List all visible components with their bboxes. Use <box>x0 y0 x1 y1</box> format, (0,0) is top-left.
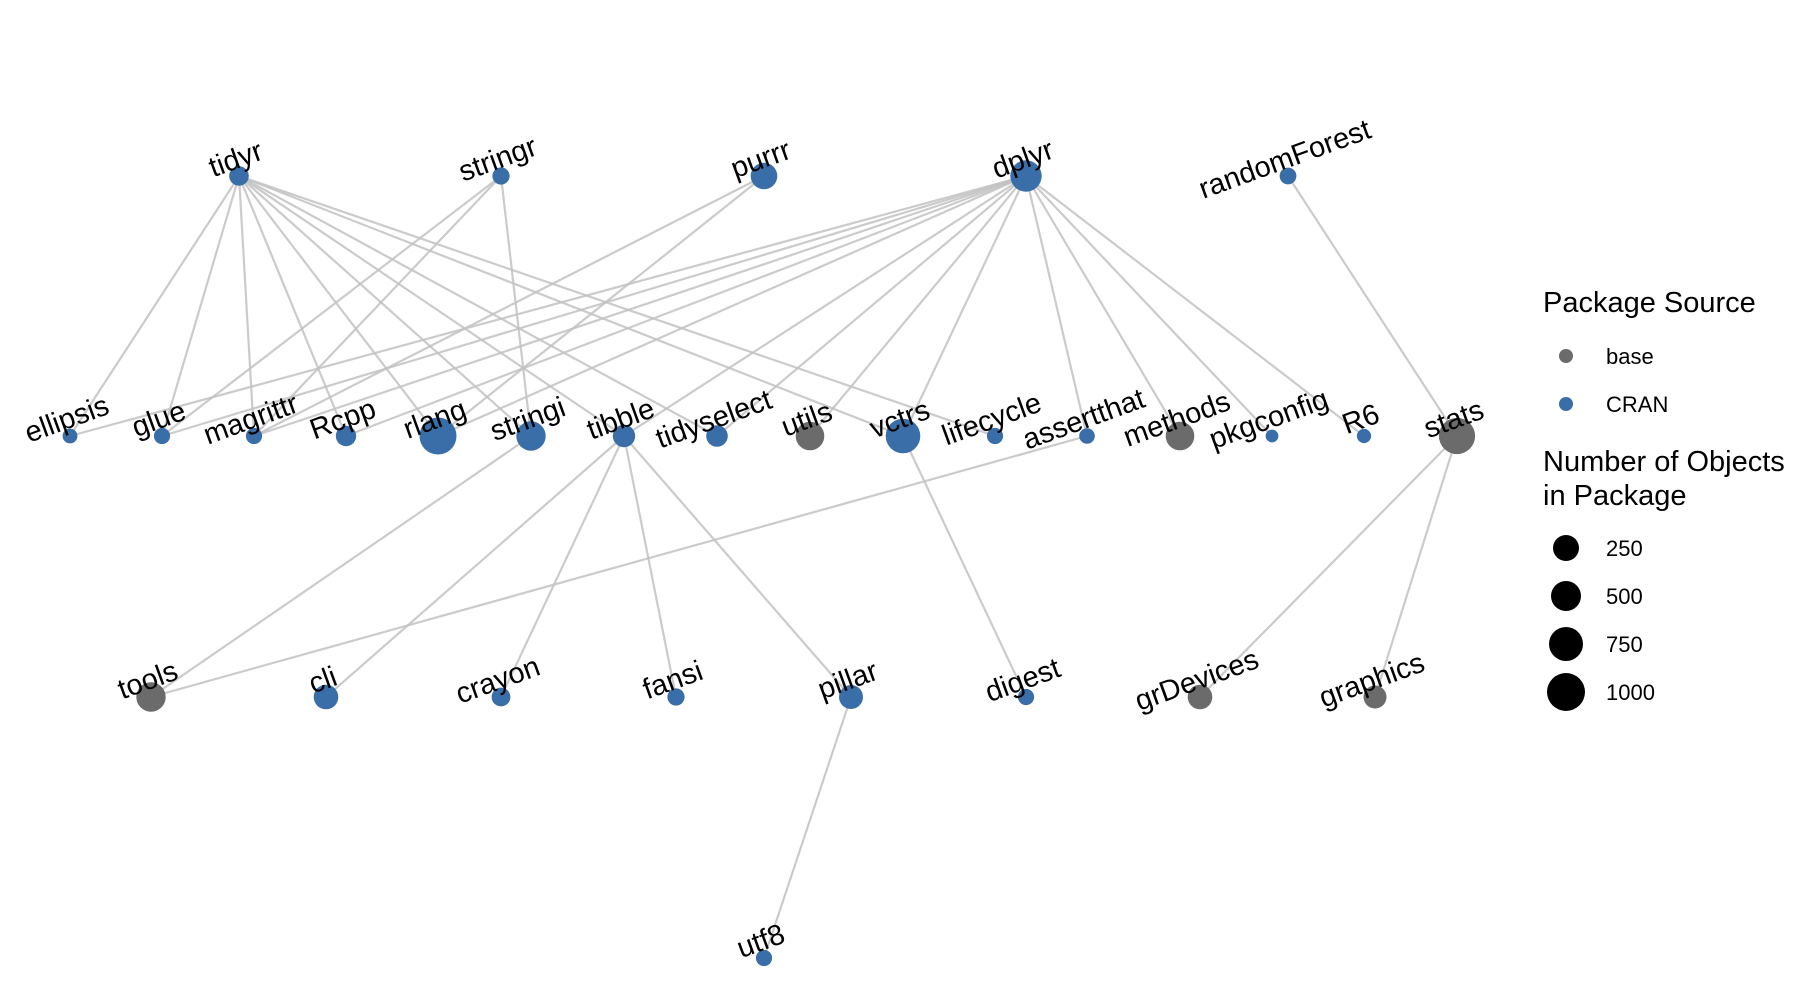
legend-size-dot-500 <box>1551 581 1581 611</box>
node-tidyselect <box>706 425 728 447</box>
edge-dplyr-assertthat <box>1024 175 1089 437</box>
edge-tidyr-tibble <box>238 175 625 437</box>
legend-source-dot-cran <box>1559 397 1573 411</box>
node-label-utils: utils <box>777 396 836 444</box>
edge-tibble-fansi <box>622 435 678 698</box>
node-utf8 <box>755 949 773 967</box>
edge-tidyr-stringi <box>238 175 532 437</box>
node-lifecycle <box>986 427 1004 445</box>
legend-size-label-500: 500 <box>1606 584 1643 609</box>
edge-dplyr-tidyselect <box>716 175 1027 437</box>
node-glue <box>153 427 171 445</box>
node-R6 <box>1356 428 1372 444</box>
edge-pillar-utf8 <box>762 696 853 959</box>
node-magrittr <box>245 427 263 445</box>
node-stats <box>1438 417 1476 455</box>
edge-dplyr-methods <box>1025 175 1181 437</box>
legend-size-title: Number of Objects <box>1543 446 1785 478</box>
legend-size-label-250: 250 <box>1606 536 1643 561</box>
node-purrr <box>750 162 778 190</box>
node-grDevices <box>1187 684 1213 710</box>
edge-tidyr-tidyselect <box>238 175 718 437</box>
edge-stringi-tools <box>150 435 532 698</box>
node-stringr <box>492 167 510 185</box>
node-digest <box>1017 688 1035 706</box>
edge-dplyr-tibble <box>623 175 1027 437</box>
edge-stats-graphics <box>1373 435 1459 698</box>
node-methods <box>1165 421 1195 451</box>
node-label-utf8: utf8 <box>733 918 789 965</box>
legend-size-title-line2: in Package <box>1543 480 1687 512</box>
node-graphics <box>1363 685 1387 709</box>
edge-purrr-rlang <box>437 175 765 437</box>
edge-dplyr-vctrs <box>902 175 1027 437</box>
edge-tibble-pillar <box>623 435 852 698</box>
node-label-R6: R6 <box>1338 398 1384 441</box>
edge-dplyr-pkgconfig <box>1025 175 1273 437</box>
edge-tidyr-magrittr <box>237 175 256 437</box>
edge-stats-grDevices <box>1199 435 1458 698</box>
legend-size-dot-750 <box>1549 627 1583 661</box>
node-ellipsis <box>62 428 78 444</box>
node-tidyr <box>229 166 249 186</box>
edges-layer <box>69 174 1459 959</box>
node-tools <box>136 682 166 712</box>
node-pillar <box>839 685 863 709</box>
edge-stringr-glue <box>161 175 502 437</box>
node-cli <box>313 684 339 710</box>
legend: Package Source base CRAN Number of Objec… <box>1543 287 1785 711</box>
edge-dplyr-rlang <box>437 174 1027 438</box>
edge-dplyr-glue <box>161 174 1027 438</box>
legend-size-label-1000: 1000 <box>1606 680 1655 705</box>
node-dplyr <box>1010 160 1042 192</box>
edge-dplyr-ellipsis <box>69 174 1027 438</box>
legend-source-dot-base <box>1559 349 1573 363</box>
node-label-randomForest: randomForest <box>1195 114 1376 206</box>
edge-tidyr-rlang <box>238 175 439 437</box>
legend-size-dot-1000 <box>1547 673 1585 711</box>
edge-dplyr-utils <box>809 175 1027 437</box>
node-fansi <box>667 688 685 706</box>
edge-tidyr-ellipsis <box>69 175 240 437</box>
edge-dplyr-magrittr <box>253 174 1027 438</box>
legend-size-dot-250 <box>1553 535 1579 561</box>
edge-tidyr-vctrs <box>238 174 904 438</box>
edge-stringr-magrittr <box>253 175 502 437</box>
edge-tibble-crayon <box>500 435 625 698</box>
legend-source-title: Package Source <box>1543 287 1756 319</box>
edge-tidyr-Rcpp <box>237 175 348 437</box>
node-randomForest <box>1279 167 1297 185</box>
legend-source-label-cran: CRAN <box>1606 392 1668 417</box>
edge-stringr-stringi <box>499 175 533 437</box>
legend-size-label-750: 750 <box>1606 632 1643 657</box>
edge-dplyr-Rcpp <box>345 174 1027 438</box>
node-crayon <box>491 687 511 707</box>
node-vctrs <box>885 418 921 454</box>
edge-tibble-cli <box>325 435 625 698</box>
node-Rcpp <box>335 425 357 447</box>
node-rlang <box>419 417 457 455</box>
edge-vctrs-digest <box>902 435 1027 698</box>
node-pkgconfig <box>1265 429 1279 443</box>
edge-dplyr-R6 <box>1025 175 1365 437</box>
node-utils <box>795 421 825 451</box>
node-stringi <box>516 421 546 451</box>
legend-source-label-base: base <box>1606 344 1654 369</box>
node-tibble <box>612 424 636 448</box>
edge-randomForest-stats <box>1287 175 1458 437</box>
edge-tidyr-glue <box>160 175 241 437</box>
node-assertthat <box>1079 428 1095 444</box>
edge-assertthat-tools <box>150 434 1088 699</box>
edge-purrr-magrittr <box>253 175 765 437</box>
edge-tidyr-lifecycle <box>238 174 996 438</box>
